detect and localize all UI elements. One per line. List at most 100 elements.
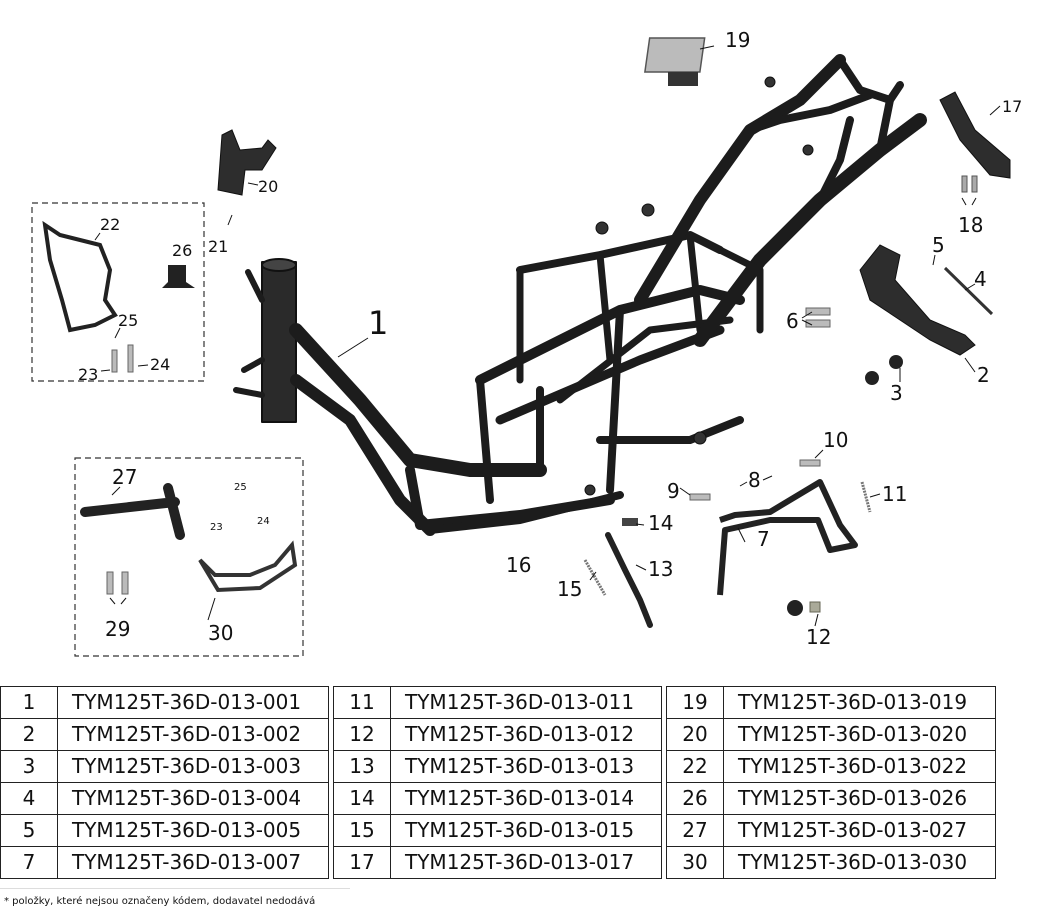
callout-25b: 25 [234, 482, 247, 493]
bolt-14-part [622, 518, 638, 526]
footrest-tube-27-part [80, 483, 185, 540]
part-code-cell: TYM125T-36D-013-003 [57, 750, 329, 783]
callout-24b: 24 [257, 516, 270, 527]
part-code-cell: TYM125T-36D-013-011 [390, 686, 662, 719]
inset-box-footrest-bracket [74, 457, 304, 657]
stopper-12-part [787, 600, 821, 616]
part-number-cell: 4 [0, 782, 58, 815]
part-code-cell: TYM125T-36D-013-005 [57, 814, 329, 847]
callout-18: 18 [958, 213, 983, 237]
callout-9: 9 [667, 479, 680, 503]
spring-11-part [860, 481, 872, 513]
callout-11: 11 [882, 482, 907, 506]
callout-23: 23 [78, 365, 98, 384]
callout-26: 26 [172, 241, 192, 260]
bolts-6-part [805, 307, 831, 328]
rear-bracket-22-part [42, 220, 118, 333]
callout-25: 25 [118, 311, 138, 330]
spring-15-part [583, 559, 607, 596]
part-code-cell: TYM125T-36D-013-013 [390, 750, 662, 783]
part-code-cell: TYM125T-36D-013-026 [723, 782, 996, 815]
callout-30: 30 [208, 621, 233, 645]
bolt-9-part [689, 493, 711, 501]
frame-exploded-diagram: 1 2 3 4 5 6 7 8 9 10 11 12 13 14 15 16 1… [31, 28, 1022, 657]
bracket-17-part [939, 91, 1011, 179]
bracket-20-part [217, 129, 277, 196]
leader-lines [94, 45, 1001, 627]
callout-3: 3 [890, 381, 903, 405]
part-code-cell: TYM125T-36D-013-017 [390, 846, 662, 879]
footnote-divider [0, 888, 350, 889]
part-number-cell: 30 [666, 846, 724, 879]
main-stand-part [717, 479, 858, 596]
callout-5: 5 [932, 233, 945, 257]
part-code-cell: TYM125T-36D-013-007 [57, 846, 329, 879]
part-code-cell: TYM125T-36D-013-015 [390, 814, 662, 847]
part-code-cell: TYM125T-36D-013-004 [57, 782, 329, 815]
part-number-cell: 22 [666, 750, 724, 783]
part-number-cell: 1 [0, 686, 58, 719]
callout-21: 21 [208, 237, 228, 256]
long-bolt-part [943, 266, 994, 316]
callout-1: 1 [368, 304, 388, 342]
engine-hanger-part [859, 244, 976, 356]
part-number-cell: 12 [333, 718, 391, 751]
callout-17: 17 [1002, 97, 1022, 116]
part-number-cell: 14 [333, 782, 391, 815]
rubber-mount-part [865, 355, 903, 385]
part-number-cell: 3 [0, 750, 58, 783]
callout-4: 4 [974, 267, 987, 291]
part-number-cell: 19 [666, 686, 724, 719]
part-code-cell: TYM125T-36D-013-027 [723, 814, 996, 847]
callout-23b: 23 [210, 522, 223, 533]
callout-6: 6 [786, 309, 799, 333]
bracket-30-part [198, 540, 298, 593]
part-number-cell: 13 [333, 750, 391, 783]
bolts-18-part [961, 175, 978, 193]
side-stand-part [605, 532, 653, 628]
part-number-cell: 26 [666, 782, 724, 815]
callout-14: 14 [648, 511, 673, 535]
part-number-cell: 17 [333, 846, 391, 879]
callout-12: 12 [806, 625, 831, 649]
inset-box-rear-bracket [31, 202, 205, 382]
callout-29: 29 [105, 617, 130, 641]
part-code-cell: TYM125T-36D-013-030 [723, 846, 996, 879]
callout-7: 7 [757, 527, 770, 551]
part-number-cell: 2 [0, 718, 58, 751]
part-number-cell: 20 [666, 718, 724, 751]
callout-24: 24 [150, 355, 170, 374]
callout-16: 16 [506, 553, 531, 577]
part-code-cell: TYM125T-36D-013-020 [723, 718, 996, 751]
callout-20: 20 [258, 177, 278, 196]
part-number-cell: 5 [0, 814, 58, 847]
part-number-cell: 27 [666, 814, 724, 847]
part-number-cell: 15 [333, 814, 391, 847]
callout-27: 27 [112, 465, 137, 489]
callout-labels: 1 2 3 4 5 6 7 8 9 10 11 12 13 14 15 16 1… [78, 28, 1022, 649]
part-code-cell: TYM125T-36D-013-019 [723, 686, 996, 719]
bracket-26-part [162, 265, 195, 288]
callout-2: 2 [977, 363, 990, 387]
main-frame-part [233, 54, 927, 536]
callout-22: 22 [100, 215, 120, 234]
part-code-cell: TYM125T-36D-013-012 [390, 718, 662, 751]
callout-8: 8 [748, 468, 761, 492]
